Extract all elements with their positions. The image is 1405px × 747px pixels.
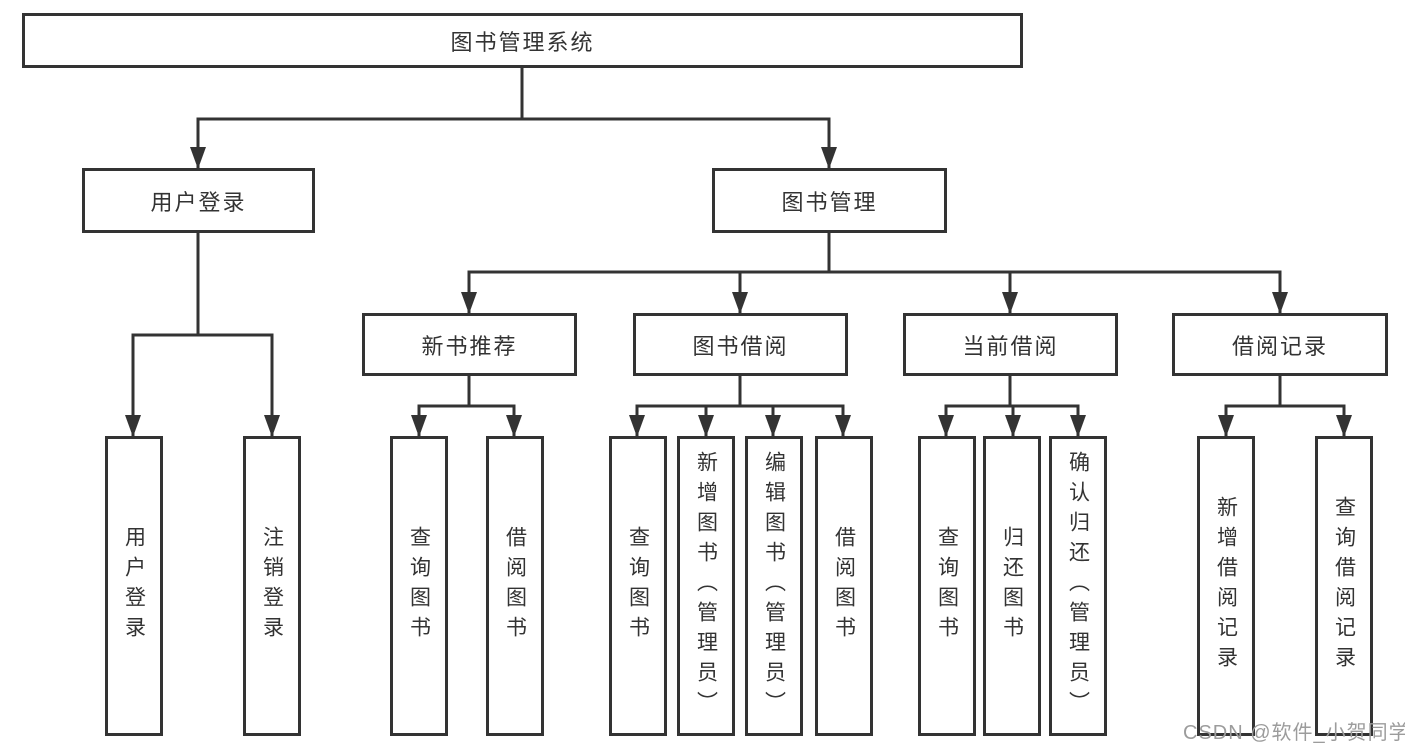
leaf-query-borrow-record: 查询借阅记录 <box>1315 436 1373 736</box>
csdn-watermark: CSDN @软件_小贺同学 <box>1183 722 1405 744</box>
leaf-edit-book-admin: 编辑图书（管理员） <box>745 436 803 736</box>
node-label: 查询图书 <box>935 526 959 646</box>
node-label: 编辑图书（管理员） <box>762 451 786 721</box>
leaf-query-books-3: 查询图书 <box>918 436 976 736</box>
node-borrow-records: 借阅记录 <box>1172 313 1388 376</box>
node-label: 确认归还（管理员） <box>1066 451 1090 721</box>
node-root: 图书管理系统 <box>22 13 1023 68</box>
node-book-borrow: 图书借阅 <box>633 313 848 376</box>
node-current-borrow: 当前借阅 <box>903 313 1118 376</box>
node-label: 图书管理系统 <box>450 29 595 55</box>
node-label: 借阅图书 <box>503 526 527 646</box>
node-label: 查询借阅记录 <box>1332 496 1356 676</box>
node-label: 当前借阅 <box>962 333 1059 359</box>
node-label: 查询图书 <box>407 526 431 646</box>
node-label: 注销登录 <box>260 526 284 646</box>
leaf-user-login: 用户登录 <box>105 436 163 736</box>
node-label: 新增借阅记录 <box>1214 496 1238 676</box>
node-book-management: 图书管理 <box>712 168 947 233</box>
node-new-book-recommend: 新书推荐 <box>362 313 577 376</box>
leaf-add-book-admin: 新增图书（管理员） <box>677 436 735 736</box>
node-label: 图书借阅 <box>692 333 789 359</box>
node-label: 新书推荐 <box>421 333 518 359</box>
node-label: 图书管理 <box>781 189 878 215</box>
node-label: 借阅记录 <box>1231 333 1328 359</box>
node-label: 归还图书 <box>1000 526 1024 646</box>
leaf-query-books-2: 查询图书 <box>609 436 667 736</box>
node-label: 新增图书（管理员） <box>694 451 718 721</box>
node-label: 用户登录 <box>150 189 247 215</box>
leaf-borrow-books-2: 借阅图书 <box>815 436 873 736</box>
leaf-logout: 注销登录 <box>243 436 301 736</box>
leaf-confirm-return-admin: 确认归还（管理员） <box>1049 436 1107 736</box>
node-label: 用户登录 <box>122 526 146 646</box>
leaf-query-books-1: 查询图书 <box>390 436 448 736</box>
node-user-login: 用户登录 <box>82 168 315 233</box>
node-label: 查询图书 <box>626 526 650 646</box>
leaf-borrow-books-1: 借阅图书 <box>486 436 544 736</box>
node-label: 借阅图书 <box>832 526 856 646</box>
leaf-return-book: 归还图书 <box>983 436 1041 736</box>
leaf-add-borrow-record: 新增借阅记录 <box>1197 436 1255 736</box>
